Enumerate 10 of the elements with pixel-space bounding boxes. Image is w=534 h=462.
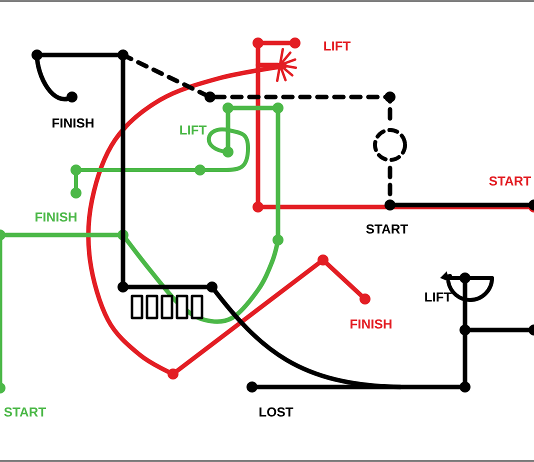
- route-label: START: [366, 224, 408, 234]
- route-label: LOST: [260, 407, 294, 417]
- route-label: START: [4, 407, 46, 417]
- route-label: LIFT: [324, 42, 351, 50]
- route-label: FINISH: [350, 319, 392, 329]
- route-label: LIFT: [425, 292, 452, 302]
- route-label: START: [489, 176, 532, 186]
- route-label: FINISH: [52, 118, 94, 128]
- route-label: LIFT: [180, 126, 207, 134]
- route-label: FINISH: [36, 212, 76, 222]
